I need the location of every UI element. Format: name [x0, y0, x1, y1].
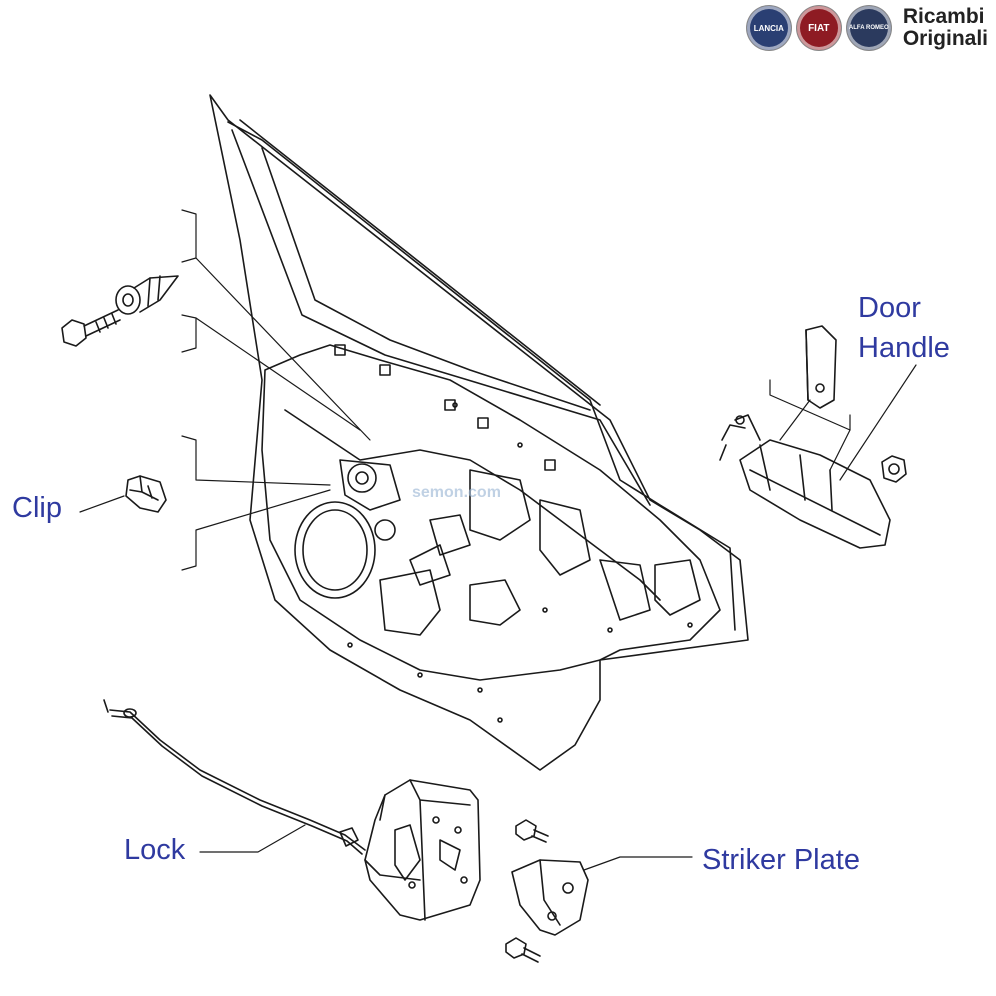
door-handle-label-line1: Door — [858, 292, 921, 324]
brand-line-2: Originali — [902, 27, 988, 51]
brand-header: LANCIA FIAT ALFA ROMEO Ricambi Originali — [746, 5, 988, 51]
rear-door-panel — [209, 94, 749, 771]
release-cable — [103, 699, 366, 855]
lock-label: Lock — [124, 834, 186, 866]
clip-label: Clip — [12, 492, 62, 524]
leader-brackets-left — [79, 209, 371, 571]
alfa-romeo-logo-icon: ALFA ROMEO — [846, 6, 891, 51]
door-lock-assembly — [199, 779, 481, 921]
fiat-logo-text: FIAT — [808, 22, 830, 34]
striker-plate-assembly — [505, 819, 693, 963]
clip-part — [125, 475, 167, 513]
bolt-and-push-clip — [61, 275, 179, 347]
striker-plate-label: Striker Plate — [702, 844, 860, 876]
lancia-logo-text: LANCIA — [753, 23, 784, 33]
door-handle-assembly — [719, 325, 917, 549]
watermark-text: semon.com — [412, 484, 501, 501]
lancia-logo-icon: LANCIA — [746, 6, 791, 51]
door-handle-label-line2: Handle — [858, 332, 950, 364]
fiat-logo-icon: FIAT — [796, 6, 841, 51]
brand-title: Ricambi Originali — [902, 5, 988, 51]
brand-line-1: Ricambi — [902, 5, 985, 28]
alfa-romeo-logo-text: ALFA ROMEO — [848, 25, 889, 32]
